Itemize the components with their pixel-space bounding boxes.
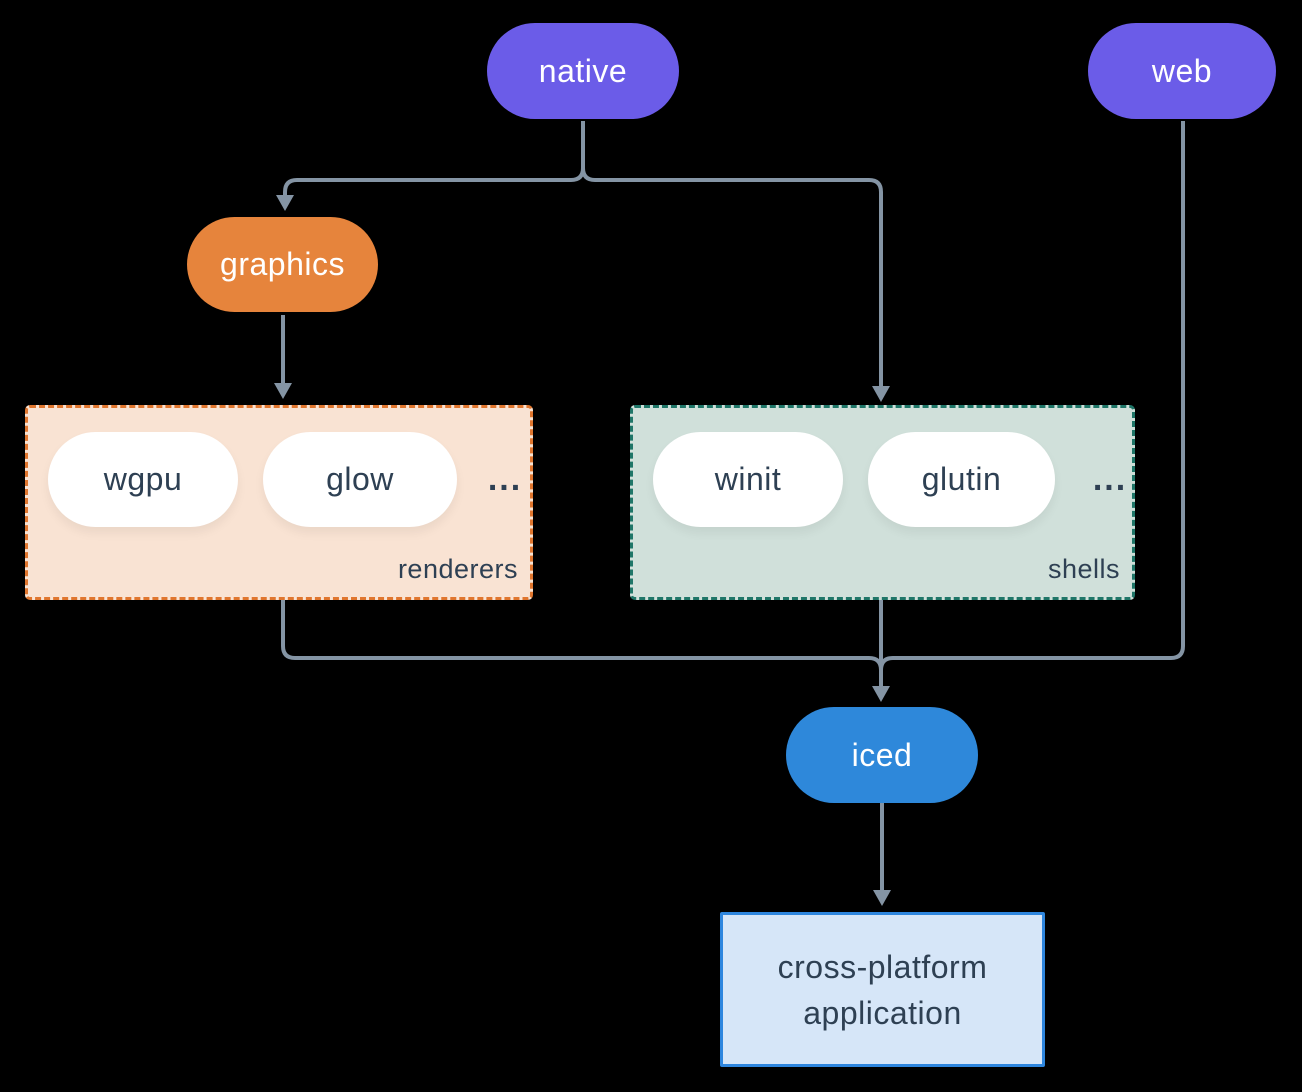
node-glutin: glutin (868, 432, 1055, 527)
arrowhead-graphics (276, 195, 294, 211)
node-native: native (487, 23, 679, 119)
edge-native-to-shells (581, 167, 883, 386)
edge-renderers-to-iced (281, 600, 883, 671)
arrowhead-iced (872, 686, 890, 702)
shells-ellipsis: ... (1092, 460, 1128, 498)
renderers-ellipsis: ... (487, 460, 523, 498)
node-wgpu: wgpu (48, 432, 238, 527)
node-application: cross-platform application (720, 912, 1045, 1067)
arrowhead-shells (872, 386, 890, 402)
node-winit: winit (653, 432, 843, 527)
node-web: web (1088, 23, 1276, 119)
arrowhead-application (873, 890, 891, 906)
arrowhead-renderers (274, 383, 292, 399)
group-shells: winit glutin ... shells (630, 405, 1135, 600)
node-glow: glow (263, 432, 457, 527)
node-iced: iced (786, 707, 978, 803)
application-label-line1: cross-platform (777, 948, 988, 985)
group-renderers: wgpu glow ... renderers (25, 405, 533, 600)
application-label-line2: application (803, 994, 962, 1031)
node-graphics: graphics (187, 217, 378, 312)
renderers-label: renderers (397, 554, 518, 584)
shells-label: shells (1047, 554, 1120, 584)
edge-native-to-graphics (283, 167, 585, 195)
